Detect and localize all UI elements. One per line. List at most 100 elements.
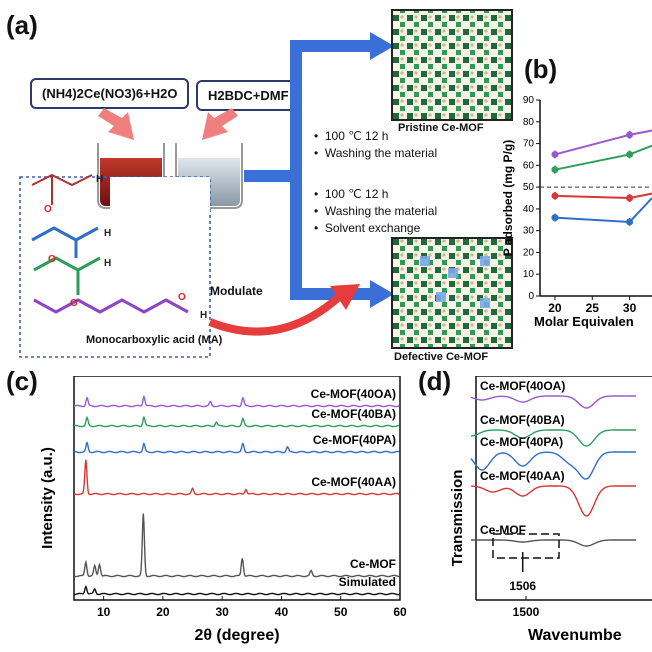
y-axis-label: Intensity (a.u.) (39, 447, 56, 549)
series-label: Simulated (339, 575, 396, 589)
defect-sites (420, 256, 490, 308)
panel-d-label: (d) (418, 366, 452, 396)
data-point (626, 150, 634, 158)
condition-item: • 100 ℃ 12 h (314, 187, 389, 201)
xrd-pattern-3 (73, 459, 400, 496)
ma-caption: Monocarboxylic acid (MA) (86, 334, 223, 346)
xrd-pattern-4 (73, 513, 400, 578)
x-tick-label: 25 (586, 301, 600, 315)
condition-item: • Solvent exchange (314, 221, 421, 235)
ma-dotted-box (19, 176, 211, 358)
series-label: Ce-MOF(40BA) (480, 413, 565, 427)
series-label: Ce-MOF(40OA) (311, 387, 396, 401)
x-tick-label: 1500 (513, 605, 540, 619)
y-tick-label: 80 (523, 117, 535, 128)
series-line-2 (554, 192, 652, 200)
x-tick-label: 30 (216, 605, 230, 619)
series-label: Ce-MOF(40AA) (311, 475, 396, 489)
data-point (551, 214, 559, 222)
data-point (626, 194, 634, 202)
benzoic-acid-molecule (31, 226, 99, 258)
data-point (551, 192, 559, 200)
svg-text:H: H (104, 228, 111, 239)
xrd-pattern-2 (73, 440, 400, 454)
pristine-ce-mof-image (391, 9, 513, 121)
pristine-caption: Pristine Ce-MOF (398, 122, 484, 134)
svg-text:O: O (70, 298, 78, 309)
conditions-bottom: • 100 ℃ 12 h • Washing the material • So… (314, 186, 437, 237)
series-line-3 (554, 197, 652, 223)
x-tick-label: 40 (275, 605, 289, 619)
data-point (551, 150, 559, 158)
y-tick-label: 90 (523, 95, 535, 106)
series-label: Ce-MOF(40PA) (313, 433, 396, 447)
y-tick-label: 0 (528, 291, 534, 302)
series-line-1 (554, 144, 652, 171)
data-point (626, 218, 634, 226)
condition-item: • 100 ℃ 12 h (314, 129, 389, 143)
series-label: Ce-MOF(40AA) (480, 469, 565, 483)
condition-item: • Washing the material (314, 204, 438, 218)
octanoic-acid-molecule (33, 298, 189, 314)
x-tick-label: 20 (548, 301, 562, 315)
y-tick-label: 30 (523, 226, 535, 237)
modulate-label: Modulate (210, 284, 263, 298)
panel-a-label: (a) (6, 10, 38, 40)
x-tick-label: 50 (334, 605, 348, 619)
y-tick-label: 10 (523, 269, 535, 280)
conditions-top: • 100 ℃ 12 h • Washing the material (314, 128, 437, 162)
svg-text:O: O (44, 204, 52, 215)
blue-process-arrow (244, 32, 394, 308)
ftir-spectrum-2 (470, 451, 636, 480)
acetic-acid-molecule (31, 173, 93, 205)
xrd-pattern-1 (73, 415, 400, 428)
series-label: Ce-MOF(40BA) (311, 407, 396, 421)
series-label: Ce-MOF(40PA) (480, 435, 563, 449)
y-axis-label: Transmission (449, 470, 466, 567)
svg-text:H: H (96, 174, 103, 185)
red-arrow-right (202, 108, 238, 140)
y-tick-label: 70 (523, 139, 535, 150)
propionic-acid-molecule (33, 256, 101, 295)
svg-text:H: H (104, 258, 111, 269)
series-label: Ce-MOF (350, 557, 396, 571)
panel-d-chart: 1500 Ce-MOF(40OA) Ce-MOF(40BA) Ce-MOF(40PA)… (449, 376, 652, 644)
panel-b-label: (b) (524, 54, 558, 84)
condition-item: • Washing the material (314, 146, 438, 160)
series-label: Ce-MOF (480, 523, 526, 537)
x-tick-label: 60 (393, 605, 407, 619)
red-arrow-left (98, 108, 134, 140)
annotation-label: 1506 (509, 579, 536, 593)
defective-ce-mof-image (391, 237, 513, 349)
svg-text:H: H (200, 310, 207, 321)
series-label: Ce-MOF(40OA) (480, 379, 565, 393)
xrd-pattern-5 (74, 585, 400, 596)
highlight-box (492, 533, 560, 559)
y-tick-label: 50 (523, 182, 535, 193)
x-tick-label: 20 (156, 605, 170, 619)
ftir-spectrum-0 (470, 395, 636, 409)
svg-text:O: O (178, 292, 186, 303)
x-tick-label: 30 (623, 301, 637, 315)
ftir-spectrum-4 (471, 539, 636, 547)
modulate-arrow (208, 293, 343, 336)
panel-c-chart: 10 20 30 40 50 60 Ce-MOF(40OA) Ce-MOF(40BA) Ce-M… (39, 376, 407, 644)
y-tick-label: 40 (523, 204, 535, 215)
reagent-ammonium-cerium-nitrate: (NH4)2Ce(NO3)6+H2O (30, 78, 190, 109)
x-axis-label: Molar Equivalen (534, 314, 634, 329)
x-tick-label: 10 (97, 605, 111, 619)
ftir-spectrum-1 (470, 429, 636, 447)
plot-frame (73, 376, 401, 601)
ftir-spectrum-3 (470, 485, 636, 517)
panel-c-label: (c) (6, 366, 38, 396)
svg-text:O: O (48, 254, 56, 265)
x-axis-label: Wavenumbe (528, 627, 622, 644)
data-point (626, 131, 634, 139)
x-axis-label: 2θ (degree) (194, 627, 279, 644)
defective-caption: Defective Ce-MOF (394, 351, 489, 363)
y-tick-label: 60 (523, 160, 535, 171)
y-tick-label: 20 (523, 247, 535, 258)
xrd-pattern-0 (73, 394, 400, 408)
